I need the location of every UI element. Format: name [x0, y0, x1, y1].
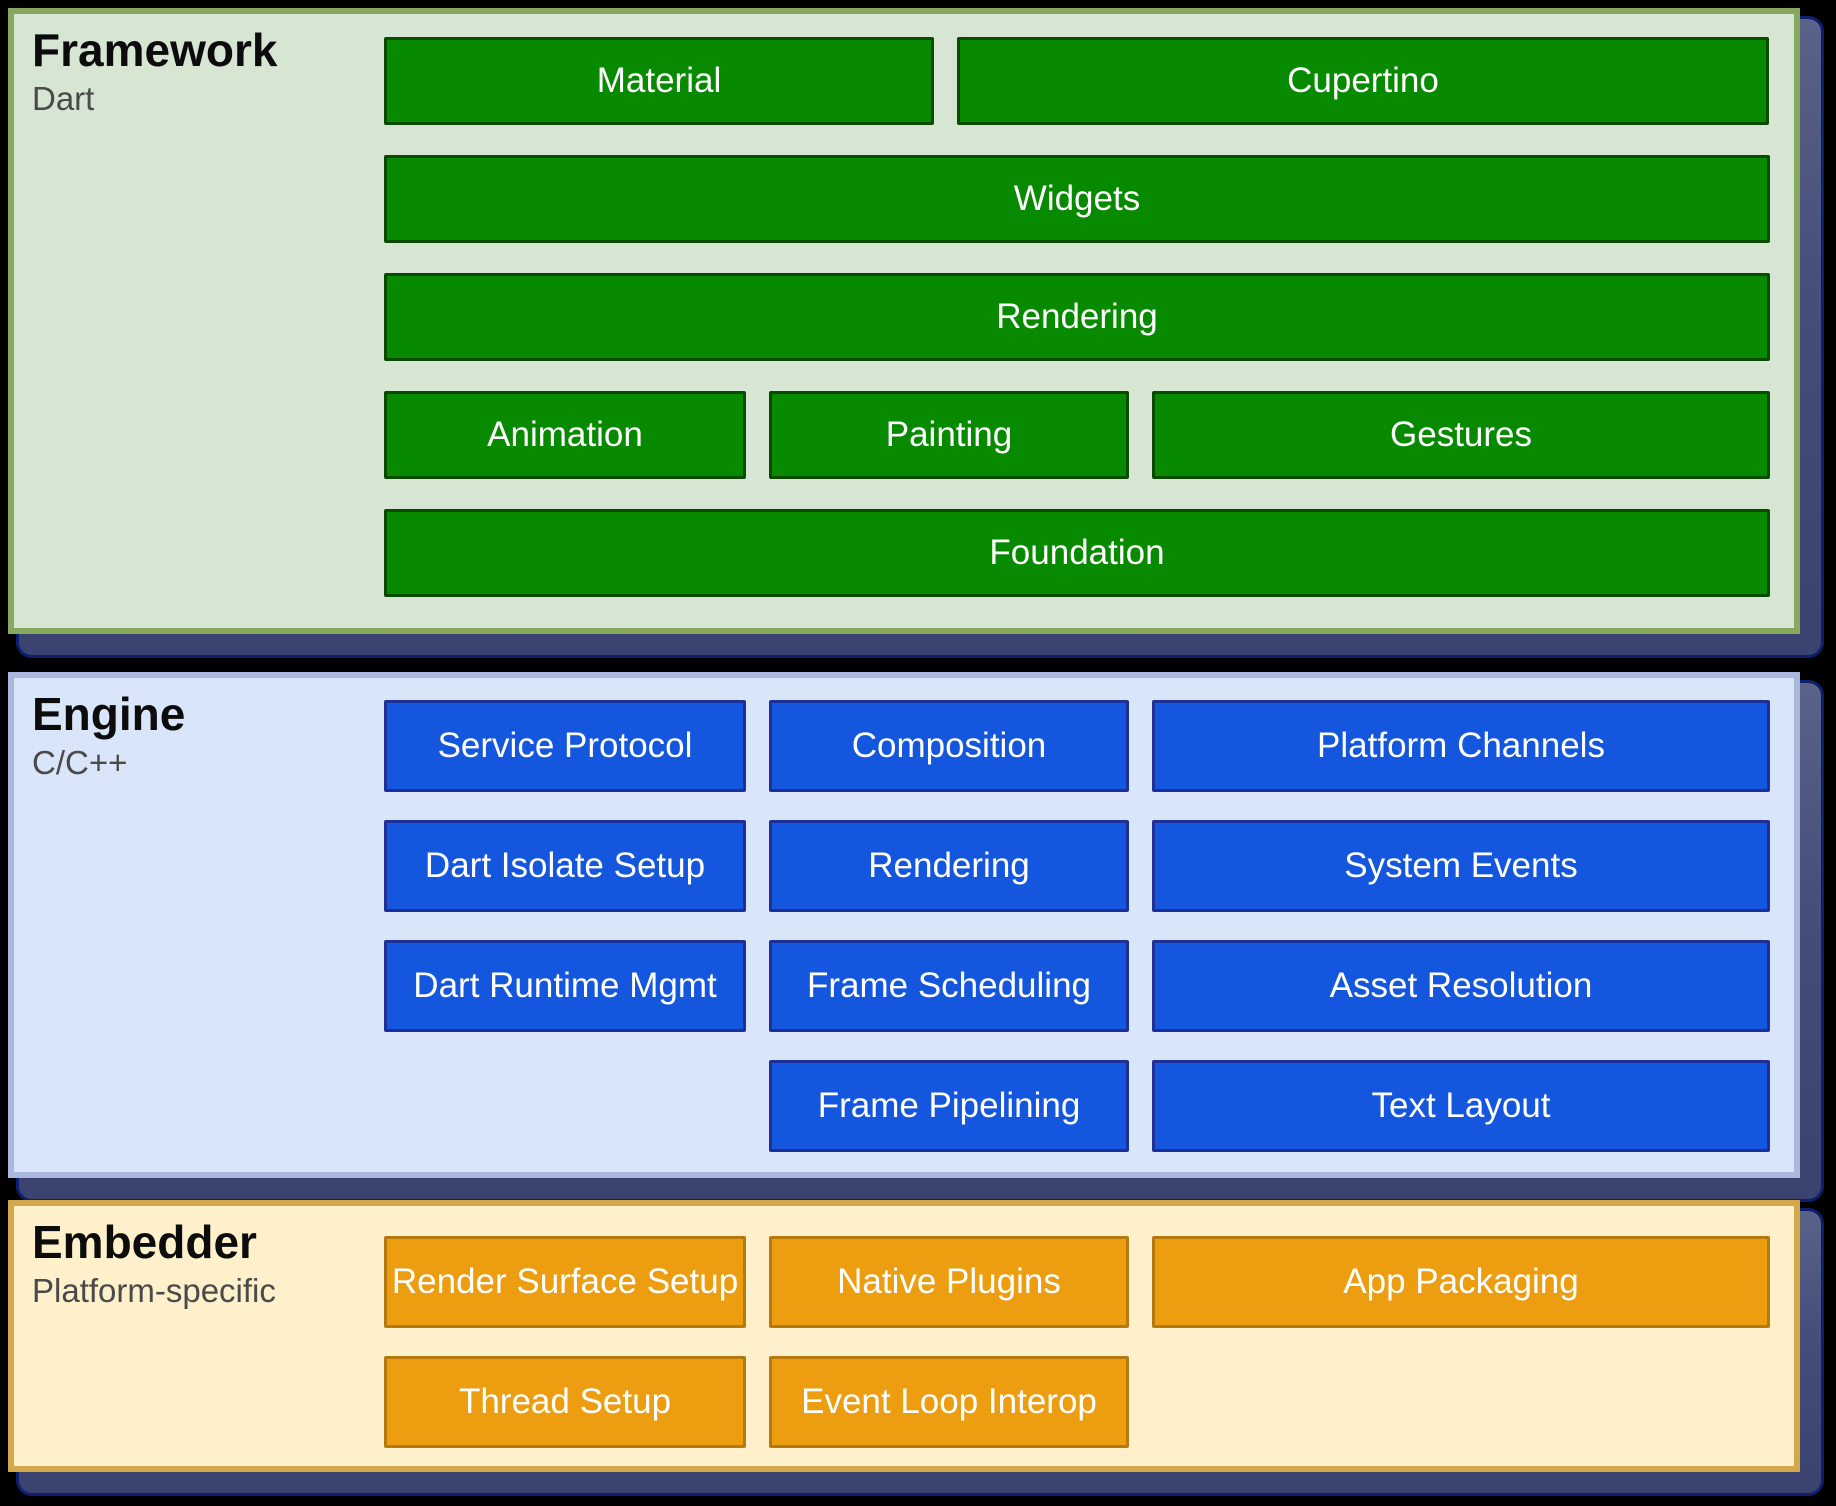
row: Service Protocol Composition Platform Chan… [384, 700, 1770, 792]
layer-subtitle-embedder: Platform-specific [32, 1272, 276, 1309]
row: Animation Painting Gestures [384, 391, 1770, 479]
box-system-events: System Events [1152, 820, 1770, 912]
box-label: Event Loop Interop [801, 1382, 1097, 1421]
row: Render Surface Setup Native Plugins App Pa… [384, 1236, 1770, 1328]
box-gestures: Gestures [1152, 391, 1770, 479]
row: Material Cupertino [384, 37, 1770, 125]
box-widgets: Widgets [384, 155, 1770, 243]
box-label: Foundation [989, 533, 1165, 572]
box-animation: Animation [384, 391, 746, 479]
box-cupertino: Cupertino [957, 37, 1769, 125]
box-dart-isolate-setup: Dart Isolate Setup [384, 820, 746, 912]
box-app-packaging: App Packaging [1152, 1236, 1770, 1328]
box-label: Asset Resolution [1329, 966, 1593, 1005]
layer-title-embedder: Embedder [32, 1216, 257, 1268]
box-label: App Packaging [1343, 1262, 1579, 1301]
box-painting: Painting [769, 391, 1129, 479]
box-label: Rendering [996, 297, 1158, 336]
box-dart-runtime-mgmt: Dart Runtime Mgmt [384, 940, 746, 1032]
row: Rendering [384, 273, 1770, 361]
layer-subtitle-engine: C/C++ [32, 744, 128, 781]
box-label: Composition [851, 726, 1047, 765]
box-material: Material [384, 37, 934, 125]
box-label: Frame Pipelining [817, 1086, 1081, 1125]
box-composition: Composition [769, 700, 1129, 792]
box-foundation: Foundation [384, 509, 1770, 597]
box-label: Animation [487, 415, 643, 454]
box-label: Platform Channels [1317, 726, 1605, 765]
box-render-surface-setup: Render Surface Setup [384, 1236, 746, 1328]
box-frame-pipelining: Frame Pipelining [769, 1060, 1129, 1152]
box-label: Gestures [1390, 415, 1532, 454]
box-label: Thread Setup [458, 1382, 672, 1421]
row: Dart Isolate Setup Rendering System Events [384, 820, 1770, 912]
box-asset-resolution: Asset Resolution [1152, 940, 1770, 1032]
box-label: Dart Isolate Setup [424, 846, 706, 885]
box-label: Native Plugins [837, 1262, 1061, 1301]
box-event-loop-interop: Event Loop Interop [769, 1356, 1129, 1448]
layer-title-engine: Engine [32, 688, 186, 740]
row: Thread Setup Event Loop Interop [384, 1356, 1770, 1448]
box-label: Cupertino [1287, 61, 1439, 100]
box-native-plugins: Native Plugins [769, 1236, 1129, 1328]
box-label: Service Protocol [437, 726, 693, 765]
box-rendering: Rendering [769, 820, 1129, 912]
box-service-protocol: Service Protocol [384, 700, 746, 792]
box-label: System Events [1344, 846, 1578, 885]
box-platform-channels: Platform Channels [1152, 700, 1770, 792]
row: Foundation [384, 509, 1770, 597]
box-thread-setup: Thread Setup [384, 1356, 746, 1448]
box-label: Text Layout [1371, 1086, 1551, 1125]
box-label: Painting [885, 415, 1013, 454]
box-label: Dart Runtime Mgmt [413, 966, 717, 1005]
box-text-layout: Text Layout [1152, 1060, 1770, 1152]
box-label: Frame Scheduling [806, 966, 1092, 1005]
row: Frame Pipelining Text Layout [384, 1060, 1770, 1152]
row: Widgets [384, 155, 1770, 243]
box-label: Widgets [1013, 179, 1141, 218]
layer-title-framework: Framework [32, 24, 278, 76]
box-rendering: Rendering [384, 273, 1770, 361]
box-frame-scheduling: Frame Scheduling [769, 940, 1129, 1032]
box-label: Material [596, 61, 722, 100]
box-label: Rendering [868, 846, 1030, 885]
box-label: Render Surface Setup [391, 1262, 739, 1301]
layer-subtitle-framework: Dart [32, 80, 95, 117]
row: Dart Runtime Mgmt Frame Scheduling Asset R… [384, 940, 1770, 1032]
